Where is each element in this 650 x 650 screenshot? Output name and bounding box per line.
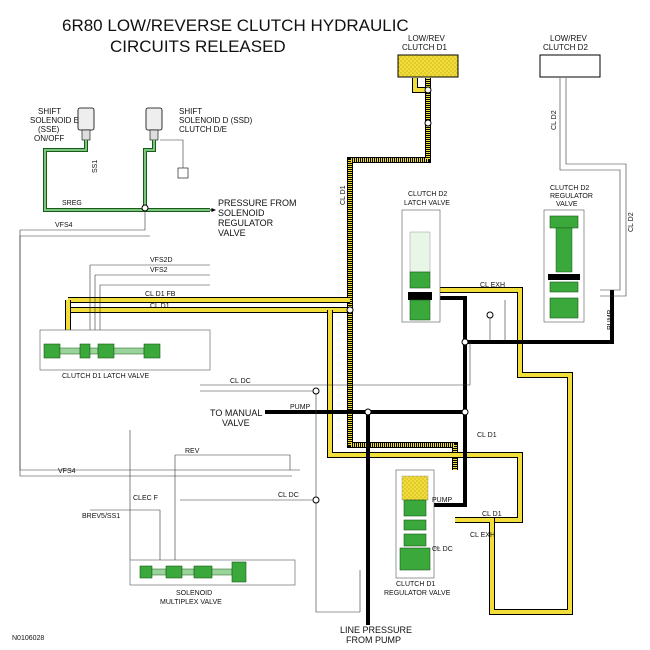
- cl-d1-mid-label: CL D1: [477, 432, 497, 439]
- cl-d2-vertical-label: CL D2: [551, 110, 558, 130]
- shift-solenoid-d: SHIFT SOLENOID D (SSD) CLUTCH D/E: [100, 107, 253, 212]
- d1-reg-label-2: REGULATOR VALVE: [384, 590, 451, 597]
- low-rev-clutch-d1: LOW/REV CLUTCH D1: [397, 34, 459, 78]
- to-manual-label-2: VALVE: [222, 418, 250, 428]
- d2-reg-label-1: CLUTCH D2: [550, 185, 589, 192]
- pressure-from-label-4: VALVE: [218, 228, 246, 238]
- pressure-from-label-2: SOLENOID: [218, 208, 265, 218]
- clutch-d1-label-2: CLUTCH D1: [402, 43, 447, 52]
- cl-d2-right-label: CL D2: [628, 212, 635, 232]
- clutch-d1-box: [397, 54, 459, 78]
- to-manual-label-1: TO MANUAL: [210, 408, 262, 418]
- clutch-d1-latch-label: CLUTCH D1 LATCH VALVE: [62, 373, 149, 380]
- pump-reg-label: PUMP: [432, 497, 453, 504]
- line-pressure-label-2: FROM PUMP: [346, 635, 401, 645]
- clutch-d1-latch-valve: CLUTCH D1 LATCH VALVE: [39, 329, 211, 380]
- pressure-from-solenoid-callout: PRESSURE FROM SOLENOID REGULATOR VALVE: [210, 198, 297, 238]
- ssd-label-1: SHIFT: [179, 107, 202, 116]
- clutch-d2-regulator-valve: CLUTCH D2 REGULATOR VALVE: [543, 185, 593, 323]
- exhaust-lines: [19, 78, 627, 613]
- pump-manual-label: PUMP: [290, 404, 311, 411]
- d2-latch-label-2: LATCH VALVE: [404, 200, 450, 207]
- pump-vertical-label: PUMP: [607, 309, 614, 330]
- cl-exh-top-label: CL EXH: [480, 282, 505, 289]
- clutch-d1-label-1: LOW/REV: [408, 34, 446, 43]
- vfs4-bottom-label: VFS4: [58, 468, 76, 475]
- vfs2-label: VFS2: [150, 267, 168, 274]
- sse-label-3: (SSE): [38, 125, 60, 134]
- d1-reg-label-1: CLUTCH D1: [396, 581, 435, 588]
- multiplex-label-2: MULTIPLEX VALVE: [160, 599, 222, 606]
- title-line-1: 6R80 LOW/REVERSE CLUTCH HYDRAULIC: [62, 16, 409, 35]
- solenoid-multiplex-valve: SOLENOID MULTIPLEX VALVE: [129, 559, 296, 606]
- vfs2d-label: VFS2D: [150, 257, 173, 264]
- clec-f-label: CLEC F: [133, 495, 158, 502]
- low-rev-clutch-d2: LOW/REV CLUTCH D2: [539, 34, 601, 78]
- pressure-from-label-3: REGULATOR: [218, 218, 274, 228]
- d2-latch-label-1: CLUTCH D2: [408, 191, 447, 198]
- sreg-label: SREG: [62, 200, 82, 207]
- figure-id: N0106028: [12, 635, 44, 642]
- pressure-from-label-1: PRESSURE FROM: [218, 198, 297, 208]
- cl-d1-vertical-label: CL D1: [340, 185, 347, 205]
- ssd-label-3: CLUTCH D/E: [179, 125, 227, 134]
- clutch-d1-regulator-valve: CLUTCH D1 REGULATOR VALVE: [384, 469, 451, 597]
- solenoid-e-body: [77, 107, 95, 131]
- sse-label-2: SOLENOID E: [30, 116, 79, 125]
- cl-dc-low-label: CL DC: [278, 492, 299, 499]
- ssd-label-2: SOLENOID D (SSD): [179, 116, 253, 125]
- clutch-d2-box: [539, 54, 601, 78]
- clutch-d2-label-2: CLUTCH D2: [543, 43, 588, 52]
- shift-solenoid-e: SHIFT SOLENOID E (SSE) ON/OFF: [30, 107, 100, 212]
- cl-d1-passage: [65, 78, 573, 615]
- d2-reg-label-2: REGULATOR: [550, 193, 593, 200]
- vfs4-top-label: VFS4: [55, 222, 73, 229]
- cl-d1-reg-label: CL D1: [482, 511, 502, 518]
- clutch-d2-latch-valve: CLUTCH D2 LATCH VALVE: [401, 191, 450, 323]
- sse-label-1: SHIFT: [38, 107, 61, 116]
- d2-reg-label-3: VALVE: [556, 201, 578, 208]
- ss1-label: SS1: [92, 160, 99, 173]
- multiplex-label-1: SOLENOID: [176, 590, 212, 597]
- sse-label-4: ON/OFF: [34, 134, 64, 143]
- line-pressure-label-1: LINE PRESSURE: [340, 625, 412, 635]
- title-line-2: CIRCUITS RELEASED: [110, 37, 286, 56]
- cl-d1-fb-label: CL D1 FB: [145, 291, 176, 298]
- clutch-d2-label-1: LOW/REV: [550, 34, 588, 43]
- rev-label: REV: [185, 448, 200, 455]
- solenoid-d-body: [145, 107, 163, 131]
- pump-pressure-lines: [265, 276, 614, 625]
- cl-dc-reg-label: CL DC: [432, 546, 453, 553]
- cl-d1-left-label: CL D1: [150, 303, 170, 310]
- brev5-ss1-label: BREV5/SS1: [82, 513, 120, 520]
- cl-exh-reg-label: CL EXH: [470, 532, 495, 539]
- cl-dc-mid-label: CL DC: [230, 378, 251, 385]
